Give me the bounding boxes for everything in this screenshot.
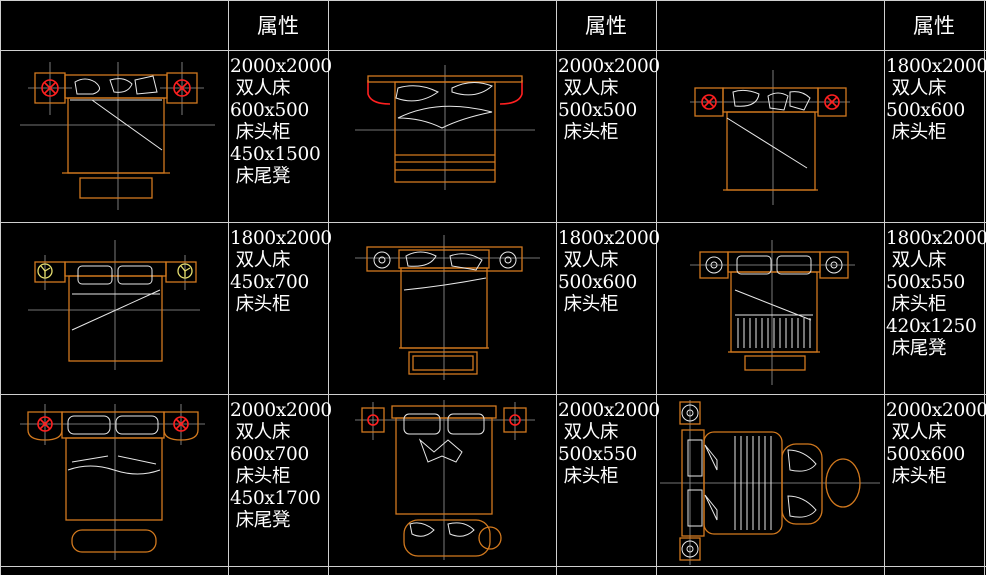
grid-line (0, 566, 986, 567)
grid-line (0, 0, 986, 1)
bed-block-1[interactable] (20, 62, 215, 210)
attribute-line: 床尾凳 (886, 338, 947, 359)
attribute-line: 600x700 (230, 444, 309, 465)
attribute-line: 床尾凳 (230, 166, 291, 187)
bed-block-8[interactable] (355, 400, 535, 560)
attribute-line: 床尾凳 (230, 510, 291, 531)
attribute-line: 床头柜 (230, 122, 291, 143)
attribute-line: 2000x2000 (886, 400, 986, 421)
attribute-line: 床头柜 (886, 466, 947, 487)
attribute-line: 1800x2000 (886, 228, 986, 249)
bed-block-7[interactable] (20, 404, 205, 560)
grid-line (0, 394, 986, 395)
attribute-line: 500x600 (886, 100, 965, 121)
attribute-line: 双人床 (230, 78, 291, 99)
grid-line (0, 0, 1, 575)
attribute-line: 1800x2000 (558, 228, 660, 249)
grid-line (984, 0, 985, 575)
attribute-line: 420x1250 (886, 316, 977, 337)
attribute-line: 床头柜 (230, 466, 291, 487)
bed-block-9[interactable] (660, 400, 880, 565)
grid-line (656, 0, 657, 575)
attribute-line: 1800x2000 (230, 228, 332, 249)
attribute-line: 双人床 (886, 422, 947, 443)
attribute-line: 2000x2000 (558, 400, 660, 421)
attribute-line: 1800x2000 (886, 56, 986, 77)
bed-block-3[interactable] (690, 70, 850, 205)
attribute-line: 床头柜 (558, 294, 619, 315)
attribute-line: 双人床 (230, 422, 291, 443)
grid-line (0, 222, 986, 223)
bed-block-4[interactable] (28, 240, 200, 370)
attribute-line: 床头柜 (558, 122, 619, 143)
attribute-line: 双人床 (558, 78, 619, 99)
attribute-line: 2000x2000 (558, 56, 660, 77)
attribute-line: 450x1500 (230, 144, 321, 165)
bed-block-2[interactable] (355, 65, 535, 190)
bed-block-5[interactable] (355, 235, 540, 380)
attribute-line: 600x500 (230, 100, 309, 121)
attribute-line: 双人床 (886, 78, 947, 99)
attribute-line: 2000x2000 (230, 400, 332, 421)
attribute-line: 450x700 (230, 272, 309, 293)
grid-line (884, 0, 885, 575)
bed-block-6[interactable] (690, 240, 855, 385)
attribute-line: 床头柜 (886, 122, 947, 143)
attribute-line: 500x600 (558, 272, 637, 293)
attribute-line: 床头柜 (558, 466, 619, 487)
attribute-line: 双人床 (558, 250, 619, 271)
attribute-line: 500x500 (558, 100, 637, 121)
attribute-line: 床头柜 (230, 294, 291, 315)
attribute-line: 500x600 (886, 444, 965, 465)
attribute-line: 2000x2000 (230, 56, 332, 77)
header-attribute-3: 属性 (913, 14, 955, 38)
grid-line (0, 50, 986, 51)
grid-line (556, 0, 557, 575)
attribute-line: 双人床 (558, 422, 619, 443)
attribute-line: 450x1700 (230, 488, 321, 509)
attribute-line: 500x550 (886, 272, 965, 293)
attribute-line: 500x550 (558, 444, 637, 465)
attribute-line: 床头柜 (886, 294, 947, 315)
attribute-line: 双人床 (886, 250, 947, 271)
header-attribute-2: 属性 (585, 14, 627, 38)
header-attribute-1: 属性 (257, 14, 299, 38)
grid-line (228, 0, 229, 575)
attribute-line: 双人床 (230, 250, 291, 271)
grid-line (328, 0, 329, 575)
